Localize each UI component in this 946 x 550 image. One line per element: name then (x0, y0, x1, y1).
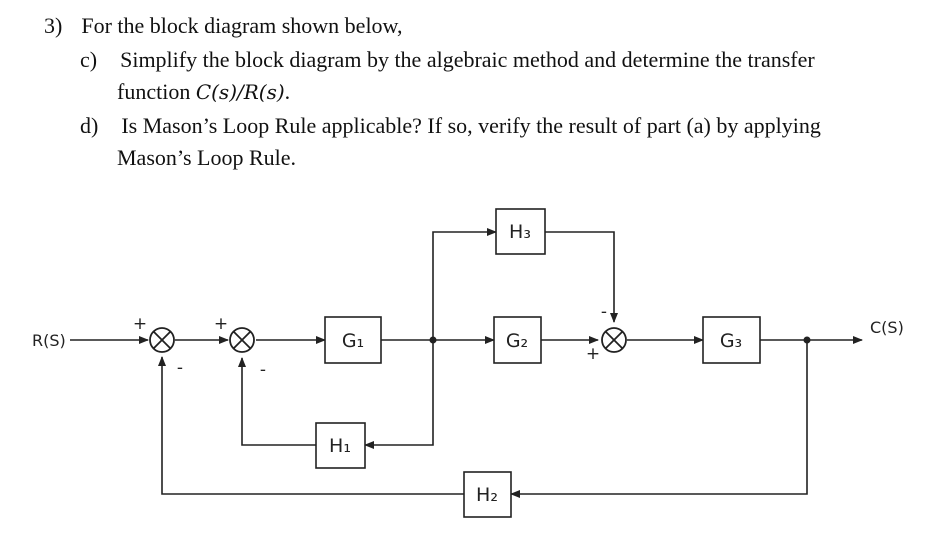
block-h3-label: H₃ (509, 221, 531, 243)
s3-minus-sign: - (601, 302, 607, 322)
s1-plus-sign: + (133, 314, 147, 334)
part-d-line-2: Mason’s Loop Rule. (117, 145, 296, 171)
part-c-line-1: c) Simplify the block diagram by the alg… (80, 47, 815, 73)
transfer-function-math: C(s)/R(s) (195, 80, 285, 104)
s1-minus-sign: - (177, 358, 183, 378)
wire-to-h1 (364, 340, 434, 449)
part-c-label: c) (80, 47, 98, 72)
block-g3-box (702, 316, 761, 364)
block-h3-box (495, 208, 546, 255)
wire-h1-to-s2 (238, 357, 316, 446)
wire-h2-to-s1 (158, 356, 464, 495)
question-number: 3) (44, 13, 63, 38)
input-label: R(S) (32, 331, 66, 350)
block-h1-box (315, 422, 366, 469)
s3-plus-sign: + (586, 344, 600, 364)
part-c-text-2-prefix: function (117, 79, 196, 104)
part-d-line-1: d) Is Mason’s Loop Rule applicable? If s… (80, 113, 821, 139)
s2-plus-sign: + (214, 314, 228, 334)
part-d-text-1: Is Mason’s Loop Rule applicable? If so, … (121, 113, 821, 138)
part-c-line-2: function C(s)/R(s). (117, 79, 290, 105)
wire-h3-to-s3 (545, 231, 618, 323)
block-g2-box (493, 316, 542, 364)
block-h1-label: H₁ (329, 435, 351, 457)
block-h2-label: H₂ (476, 484, 498, 506)
part-d-text-2: Mason’s Loop Rule. (117, 145, 297, 170)
wire-to-h3 (432, 228, 497, 340)
takeoff-point-output (803, 336, 811, 344)
question-line-intro: 3) For the block diagram shown below, (44, 13, 403, 39)
wire-to-h2 (510, 340, 808, 498)
s2-minus-sign: - (260, 360, 266, 380)
block-g1-label: G₁ (342, 330, 364, 352)
block-g3-label: G₃ (720, 330, 742, 352)
block-g2-label: G₂ (506, 330, 528, 352)
question-intro: For the block diagram shown below, (81, 13, 403, 38)
takeoff-point-g1 (429, 336, 437, 344)
output-label: C(S) (870, 318, 904, 337)
part-d-label: d) (80, 113, 99, 138)
block-h2-box (463, 471, 512, 518)
summing-junction-2 (229, 327, 255, 353)
block-g1-box (324, 316, 382, 364)
summing-junction-1 (149, 327, 175, 353)
part-c-text-2-suffix: . (284, 79, 291, 104)
summing-junction-3 (601, 327, 627, 353)
part-c-text-1: Simplify the block diagram by the algebr… (120, 47, 815, 72)
